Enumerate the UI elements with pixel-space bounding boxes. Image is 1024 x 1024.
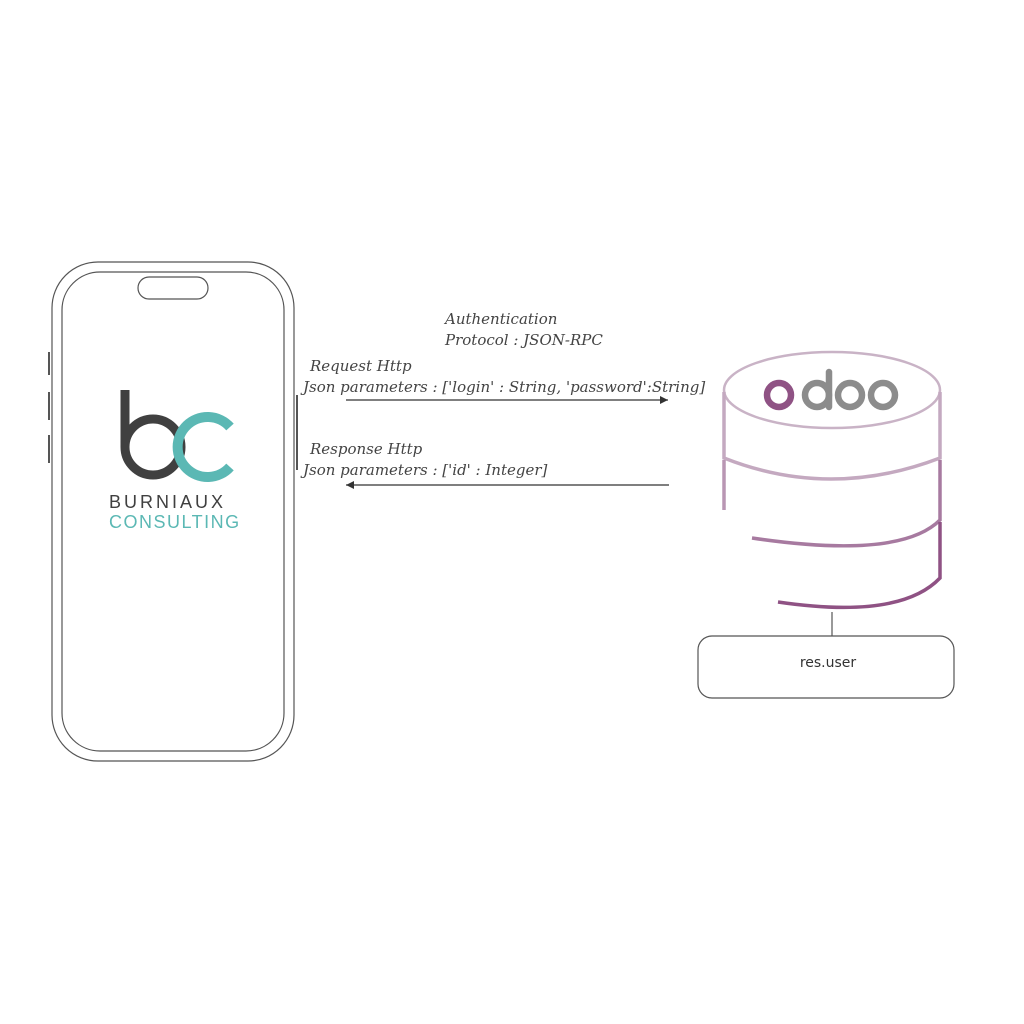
odoo-letter-o [867, 379, 899, 411]
response-params: Json parameters : ['id' : Integer] [300, 461, 548, 479]
response-label: Response Http [309, 440, 423, 458]
phone-notch [137, 276, 209, 300]
logo-line-1: BURNIAUX [109, 492, 226, 512]
odoo-logo [763, 368, 899, 411]
odoo-letter-o [834, 379, 866, 411]
title-line-1: Authentication [443, 310, 557, 328]
database-band-2 [751, 460, 942, 548]
title-line-2: Protocol : JSON-RPC [444, 331, 603, 349]
database-band-1 [722, 392, 942, 481]
burniaux-consulting-logo: BURNIAUX CONSULTING [109, 390, 241, 532]
phone-device [48, 261, 298, 762]
odoo-database [722, 350, 942, 610]
database-band-3 [777, 522, 942, 610]
odoo-letter-o-purple [763, 379, 795, 411]
logo-line-2: CONSULTING [109, 512, 241, 532]
model-box-label: res.user [800, 655, 857, 671]
model-box [697, 635, 955, 699]
request-label: Request Http [309, 357, 412, 375]
request-params: Json parameters : ['login' : String, 'pa… [300, 378, 705, 396]
bc-logo-mark [120, 390, 234, 482]
